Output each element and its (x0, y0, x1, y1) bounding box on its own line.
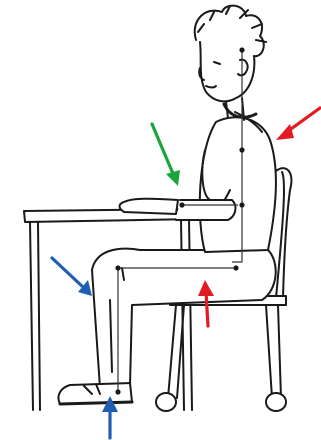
chair-wheel-back (266, 393, 286, 411)
arrow-elbow-green-head (166, 170, 180, 186)
shoulder-marker (239, 147, 244, 152)
elbow-marker (239, 202, 244, 207)
ear-marker (239, 47, 244, 52)
arrow-elbow-green (152, 124, 180, 186)
hip-marker (233, 265, 238, 270)
knee-marker (115, 265, 120, 270)
ankle-marker (115, 389, 120, 394)
arrow-knee-blue-shaft (52, 258, 84, 288)
shoes (58, 383, 132, 404)
arrow-knee-blue (52, 258, 92, 296)
arrow-thigh-red-shaft (206, 292, 208, 326)
arrow-back-red (276, 108, 320, 140)
wrist-marker (179, 202, 184, 207)
arrow-back-red-head (276, 124, 294, 140)
head (195, 6, 266, 102)
chair-wheel-front (156, 393, 176, 411)
arrow-elbow-green-shaft (152, 124, 174, 176)
torso (200, 112, 276, 252)
